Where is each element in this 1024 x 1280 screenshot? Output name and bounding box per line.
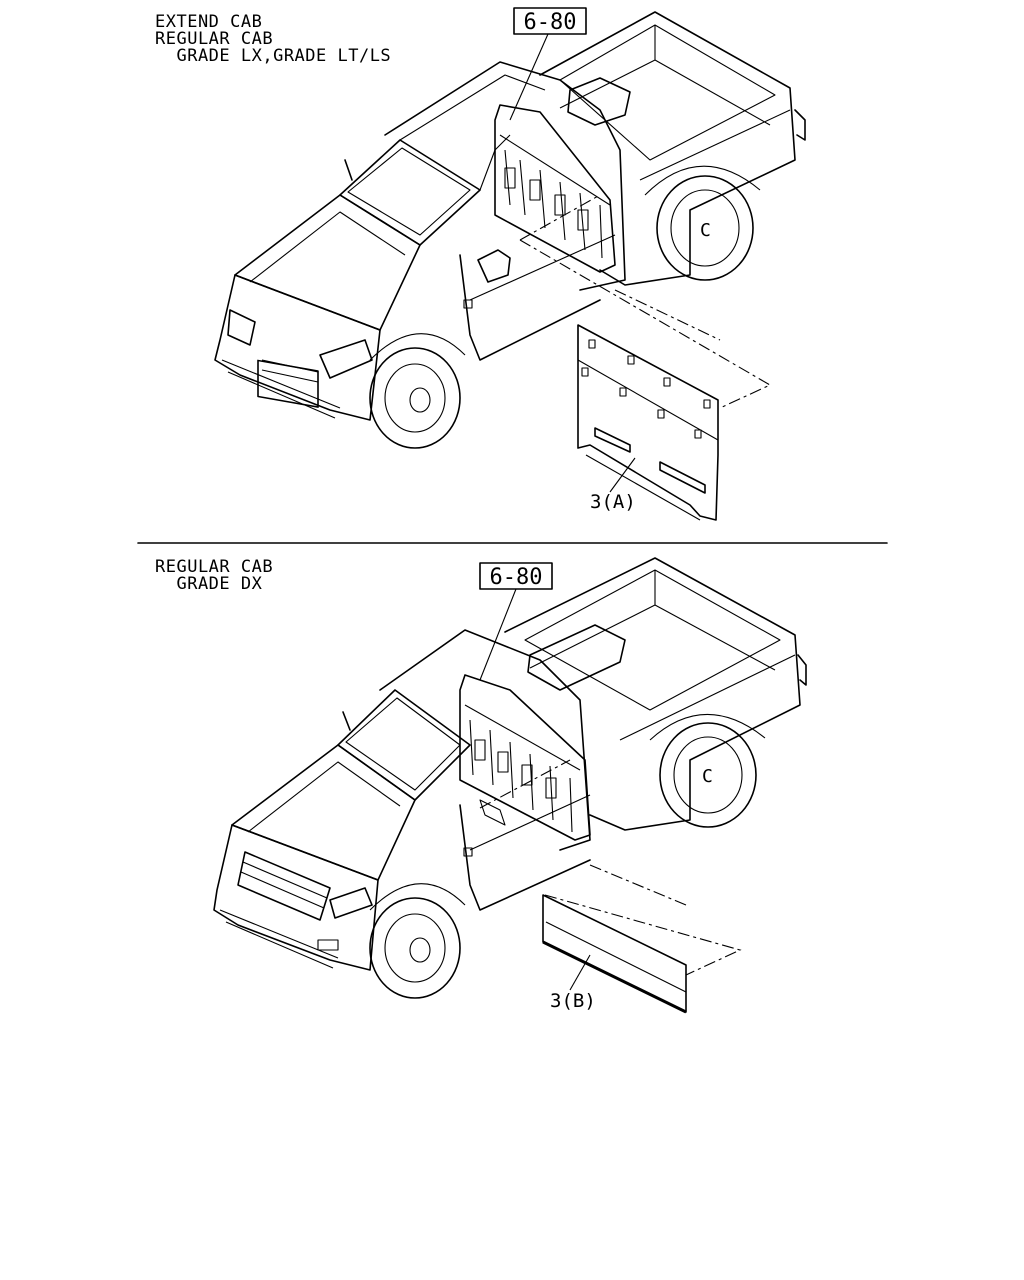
ref-box-top-label: 6-80: [524, 10, 577, 35]
callout-3a: 3(A): [590, 491, 636, 513]
ref-leader-top: [509, 33, 549, 121]
part-3b-trim-strip[interactable]: [542, 894, 687, 1014]
install-line-bottom-3: [589, 864, 687, 906]
panel-top: EXTEND CAB REGULAR CAB GRADE LX,GRADE LT…: [155, 7, 806, 521]
panel-bottom-header-line-2: GRADE DX: [155, 574, 263, 594]
svg-text:C: C: [700, 220, 711, 241]
pickup-truck-illustration-bottom: C: [213, 557, 807, 999]
panel-top-header-line-2: REGULAR CAB: [155, 29, 273, 49]
ref-leader-bottom: [479, 588, 517, 681]
ref-box-bottom-label: 6-80: [490, 565, 543, 590]
panel-bottom-header-line-1: REGULAR CAB: [155, 557, 273, 577]
install-line-top-1: [519, 194, 601, 241]
install-line-bottom-1: [479, 759, 571, 809]
svg-text:C: C: [702, 766, 713, 787]
panel-top-header-line-3: GRADE LX,GRADE LT/LS: [155, 46, 391, 66]
panel-bottom: REGULAR CAB GRADE DX 6-80 C: [155, 557, 807, 1014]
install-line-top-2: [519, 239, 772, 409]
install-line-top-3: [614, 289, 721, 341]
ref-box-top[interactable]: 6-80: [513, 7, 587, 35]
pickup-truck-illustration-top: C: [214, 11, 806, 449]
panel-top-header-line-1: EXTEND CAB: [155, 12, 262, 32]
part-3a-rear-trim-panel[interactable]: [577, 324, 719, 521]
install-line-bottom-2: [544, 894, 742, 976]
callout-3b: 3(B): [550, 990, 596, 1012]
ref-box-bottom[interactable]: 6-80: [479, 562, 553, 590]
